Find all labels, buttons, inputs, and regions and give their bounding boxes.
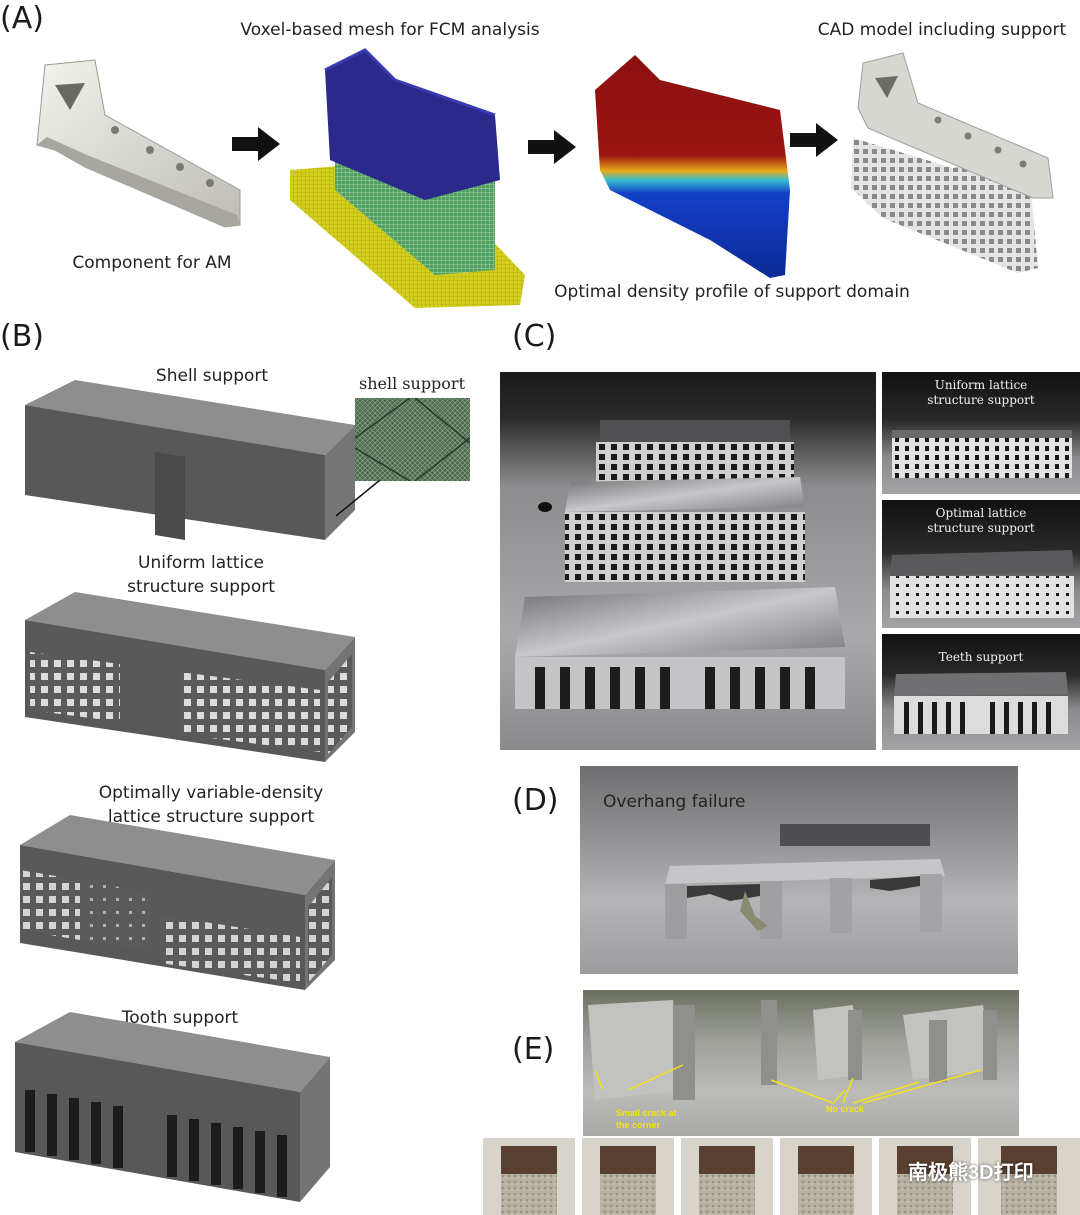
tooth-support-caption: Tooth support xyxy=(121,1008,239,1028)
crack-test-photo xyxy=(583,990,1019,1136)
uniform-lattice-model xyxy=(25,592,355,762)
optimal-lattice-caption-line2: lattice structure support xyxy=(107,807,315,827)
arrow-icon xyxy=(790,123,838,157)
density-profile-caption: Optimal density profile of support domai… xyxy=(554,282,910,302)
overhang-failure-photo xyxy=(580,766,1018,974)
crack-annotation: Small crack at the corner xyxy=(616,1108,677,1131)
panel-d-label: (D) xyxy=(512,783,559,818)
optimal-lattice-model xyxy=(20,815,335,990)
panel-e-label: (E) xyxy=(512,1032,555,1067)
shell-inset-caption: shell support xyxy=(358,374,466,393)
tooth-support-model xyxy=(15,1012,330,1202)
component-caption: Component for AM xyxy=(72,253,232,273)
shell-support-caption: Shell support xyxy=(155,366,269,386)
optimal-lattice-caption-line1: Optimally variable-density xyxy=(98,783,324,803)
cad-model-image xyxy=(851,52,1054,273)
no-crack-annotation: No crack xyxy=(826,1104,865,1114)
printed-supports-photo xyxy=(500,372,876,750)
shell-support-model xyxy=(25,380,355,540)
inset-pointer-line xyxy=(335,479,381,517)
watermark-text: 南极熊3D打印 xyxy=(908,1162,1034,1184)
component-bracket-image xyxy=(36,59,241,228)
panel-b-label: (B) xyxy=(0,319,44,354)
shell-inset-image xyxy=(355,398,470,481)
density-profile-image xyxy=(595,55,790,278)
micrograph-strip xyxy=(483,1138,1080,1215)
optimal-lattice-photo xyxy=(882,500,1080,628)
teeth-photo-caption: Teeth support xyxy=(938,650,1024,664)
optimal-lattice-photo-caption: Optimal lattice structure support xyxy=(882,506,1080,536)
cad-model-caption: CAD model including support xyxy=(817,20,1067,40)
voxel-mesh-image xyxy=(290,48,525,308)
uniform-lattice-caption-line1: Uniform lattice xyxy=(138,553,264,573)
uniform-lattice-photo xyxy=(882,372,1080,494)
uniform-lattice-photo-caption: Uniform lattice structure support xyxy=(882,378,1080,408)
optimal-photo-caption-line1: Optimal lattice xyxy=(935,506,1027,520)
panel-c-label: (C) xyxy=(512,319,557,354)
crack-annotation-line1: Small crack at xyxy=(616,1108,677,1118)
arrow-icon xyxy=(232,127,280,161)
optimal-photo-caption-line2: structure support xyxy=(927,521,1035,535)
uniform-photo-caption-line2: structure support xyxy=(927,393,1035,407)
crack-annotation-line2: the corner xyxy=(616,1119,661,1130)
uniform-photo-caption-line1: Uniform lattice xyxy=(934,378,1028,392)
panel-a-label: (A) xyxy=(0,1,44,36)
overhang-failure-caption: Overhang failure xyxy=(603,792,746,812)
uniform-lattice-caption-line2: structure support xyxy=(127,577,275,597)
teeth-support-photo xyxy=(882,634,1080,750)
voxel-mesh-caption: Voxel-based mesh for FCM analysis xyxy=(240,20,540,40)
arrow-icon xyxy=(528,130,576,164)
